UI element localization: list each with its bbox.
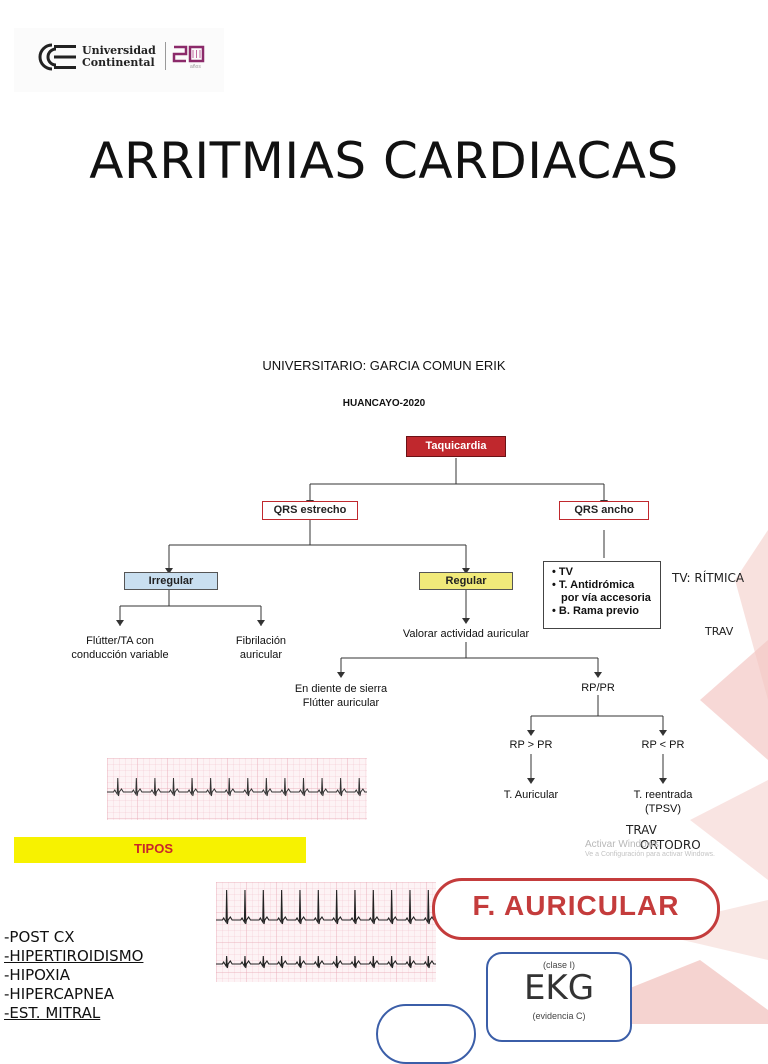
t-auricular-node: T. Auricular [503, 789, 559, 801]
fibrilacion-auricular-label: F. AURICULAR [472, 890, 680, 921]
city-year: HUANCAYO-2020 [342, 398, 426, 409]
list-item: -HIPOXIA [4, 966, 70, 984]
tipos-banner [14, 837, 306, 863]
list-item: -EST. MITRAL [4, 1004, 101, 1022]
ekg-label: EKG [523, 968, 595, 1008]
flowchart-connectors [116, 458, 667, 784]
qrs-ancho-box: QRS ancho [559, 501, 649, 520]
windows-watermark: Activar Windows [585, 839, 659, 850]
list-item: • T. Antidrómica [552, 579, 635, 591]
list-item: -HIPERTIROIDISMO [4, 947, 144, 965]
tipos-label: TIPOS [134, 841, 174, 856]
anniversary-label: años [190, 64, 201, 70]
list-item: • B. Rama previo [552, 605, 640, 617]
list-item: • TV [552, 566, 573, 578]
tv-ritmica-note: TV: RÍTMICA [672, 571, 745, 585]
wide-qrs-list: • TV • T. Antidrómica por vía accesoria … [543, 561, 661, 629]
list-item: por vía accesoria [561, 592, 651, 604]
trav-note: TRAV [705, 625, 734, 638]
fibrilacion-auricular-pill [432, 878, 720, 940]
irregular-box: Irregular [124, 572, 218, 590]
valorar-node: Valorar actividad auricular [402, 628, 530, 640]
ekg-clase: (clase I) [542, 960, 575, 970]
rp-greater-node: RP > PR [509, 739, 553, 751]
t-reentrada-node: T. reentrada(TPSV) [633, 789, 693, 815]
causes-list: -POST CX -HIPERTIROIDISMO -HIPOXIA -HIPE… [4, 928, 143, 1023]
rp-less-node: RP < PR [641, 739, 685, 751]
ecg-strip-top [107, 758, 367, 820]
list-item: -POST CX [4, 928, 75, 946]
qrs-estrecho-box: QRS estrecho [262, 501, 358, 520]
page-title: ARRITMIAS CARDIACAS [89, 132, 679, 190]
taquicardia-box: Taquicardia [406, 436, 506, 457]
list-item: -HIPERCAPNEA [4, 985, 115, 1003]
ecg-strip-bottom [216, 882, 436, 982]
university-logo-icon [38, 43, 76, 71]
regular-box: Regular [419, 572, 513, 590]
logo-line2: Continental [82, 56, 155, 69]
logo-line1: Universidad [82, 44, 156, 57]
windows-watermark-sub: Ve a Configuración para activar Windows. [585, 851, 715, 858]
student-name: UNIVERSITARIO: GARCIA COMUN ERIK [262, 358, 506, 373]
anniversary-20-icon [172, 45, 205, 63]
partial-circle-left [376, 1004, 476, 1064]
logo-divider [165, 42, 166, 70]
logo-text: Universidad Continental [82, 45, 156, 69]
ekg-evidencia: (evidencia C) [532, 1011, 586, 1021]
ortodro-note: ORTODRO [640, 838, 701, 852]
rp-pr-node: RP/PR [581, 682, 615, 694]
trav-note-2: TRAV [626, 823, 657, 837]
